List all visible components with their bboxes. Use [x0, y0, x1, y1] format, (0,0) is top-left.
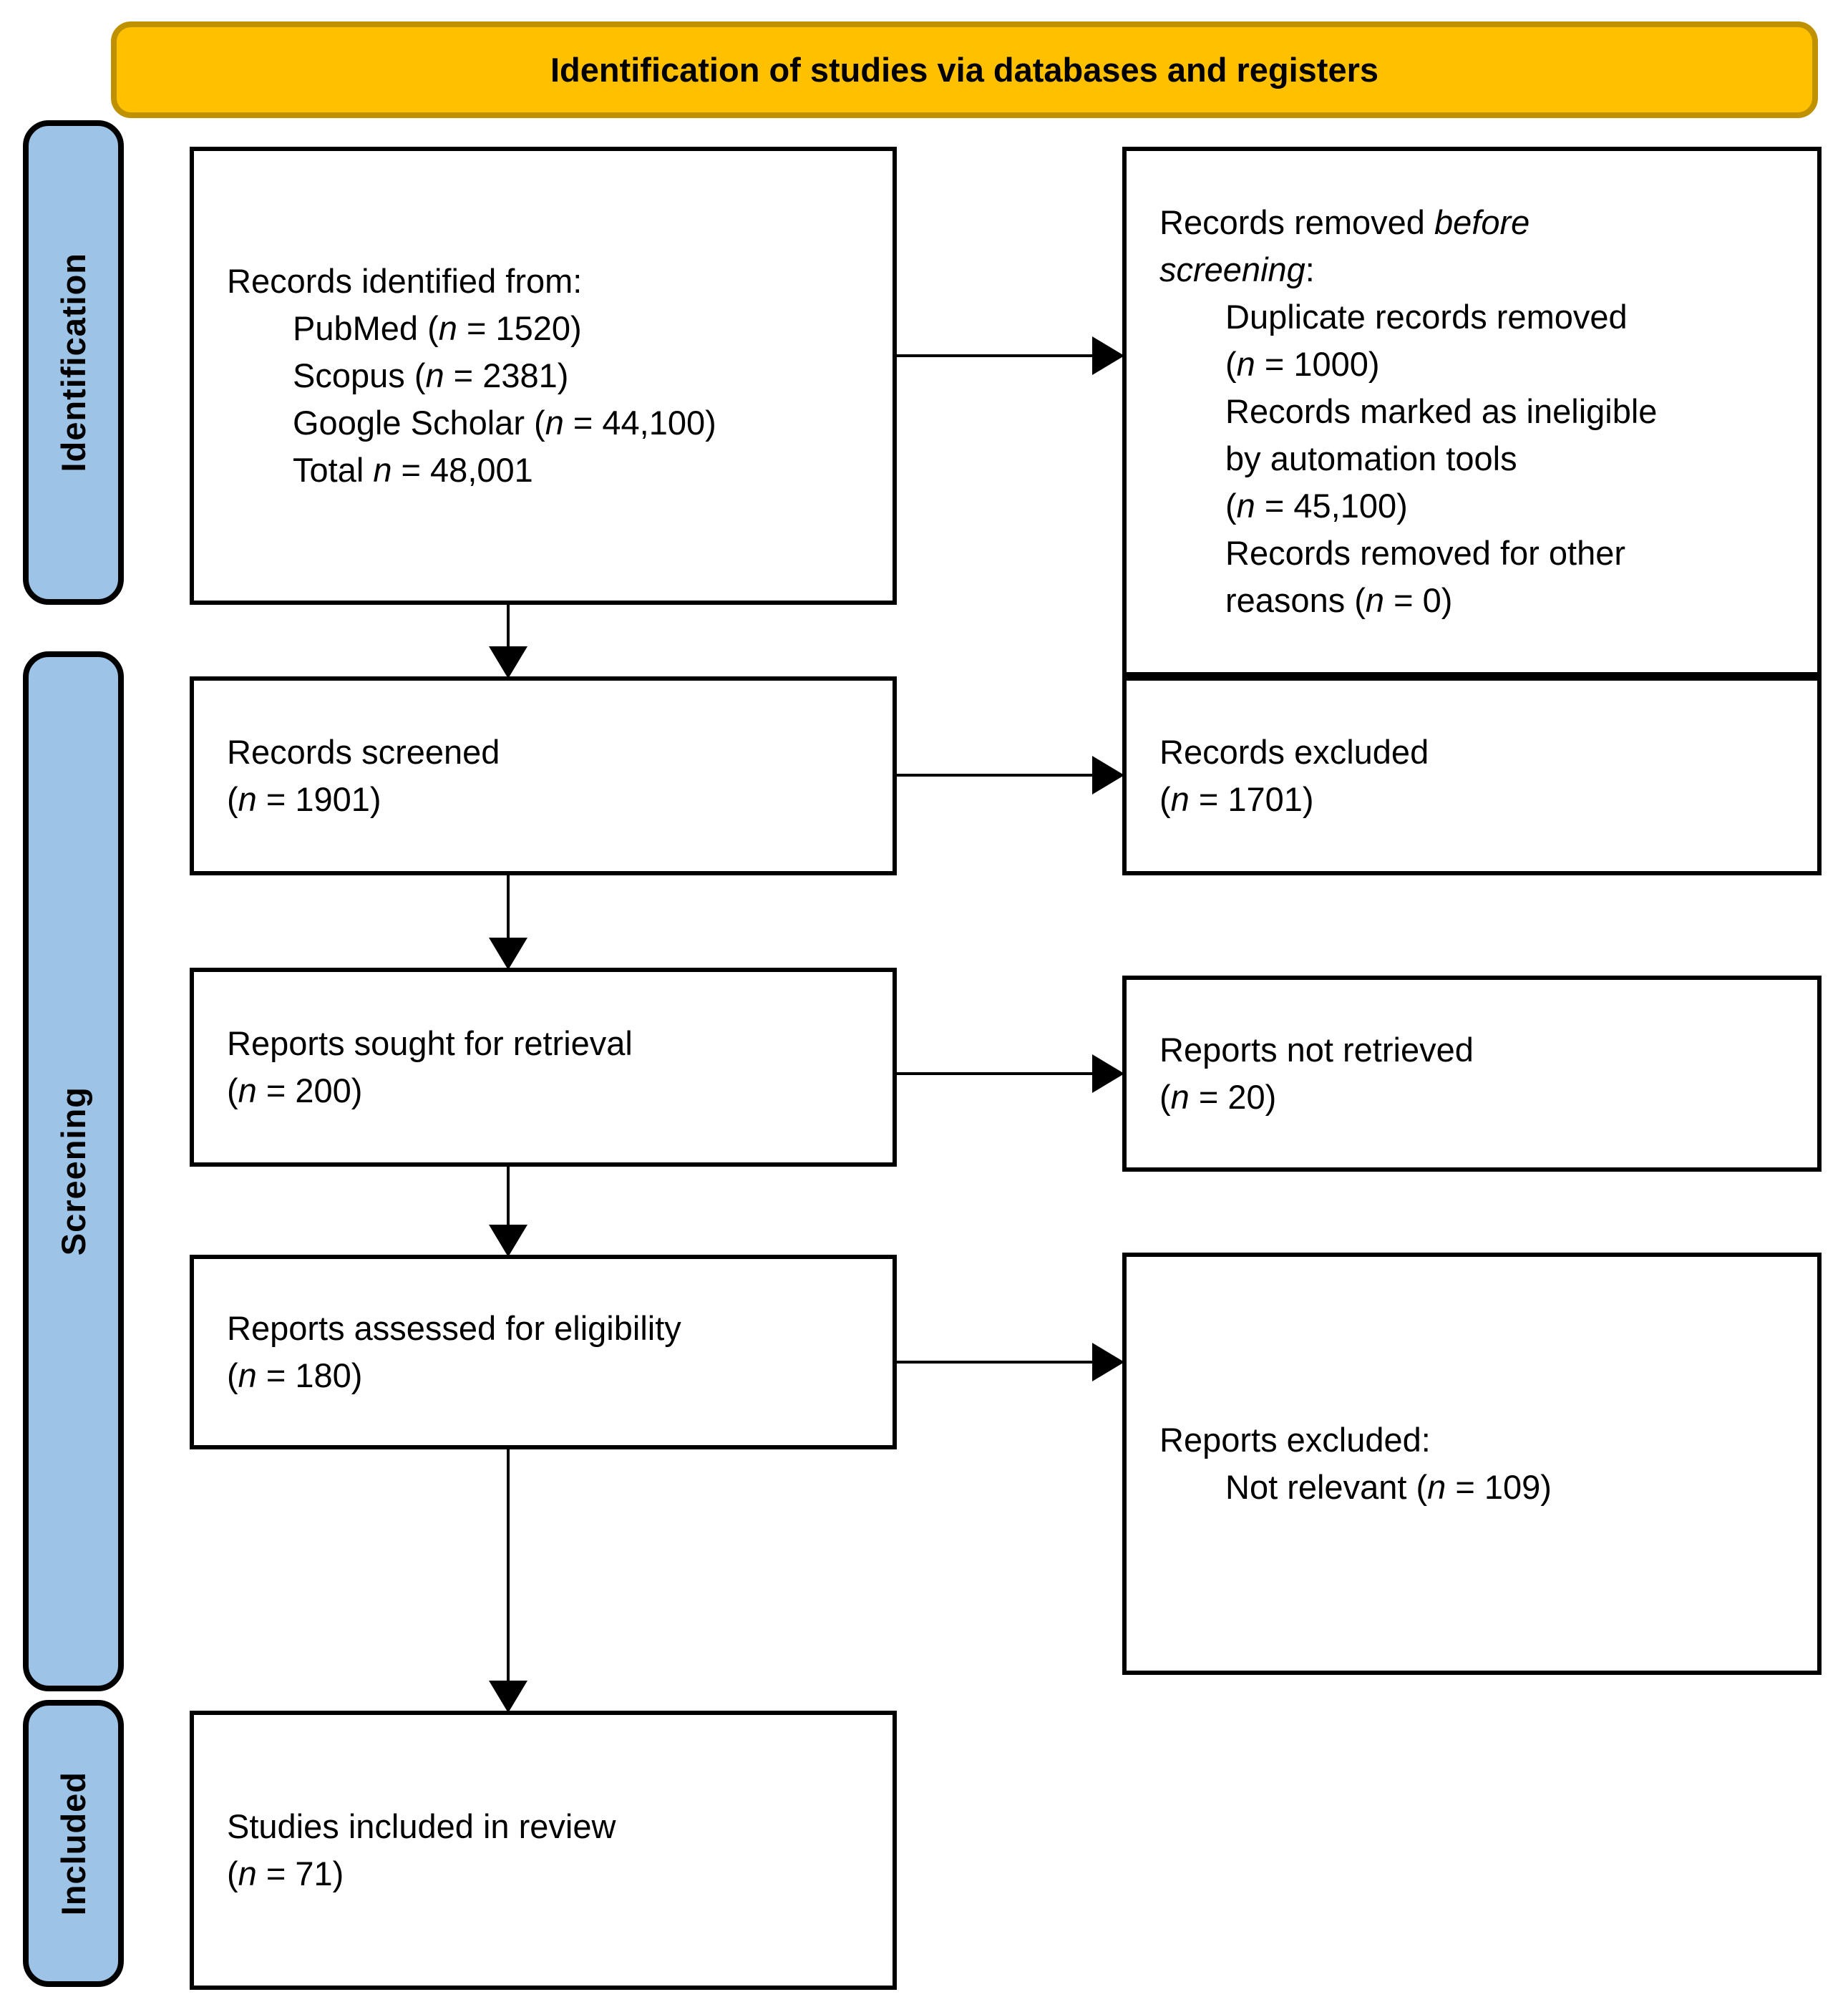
stage-label-screening-text: Screening — [54, 1087, 92, 1256]
text-line: Records screened — [227, 733, 500, 771]
arrow-identified-to-screened-head — [489, 646, 527, 679]
box-records-excluded: Records excluded (n = 1701) — [1122, 676, 1822, 875]
text-line: Reports sought for retrieval — [227, 1024, 633, 1062]
text-line: Records removed before — [1159, 203, 1530, 241]
arrow-assessed-to-included-head — [489, 1681, 527, 1713]
arrow-assessed-to-reports-excluded — [897, 1361, 1092, 1364]
arrow-screened-to-sought — [507, 875, 510, 938]
text-line: (n = 20) — [1159, 1078, 1277, 1116]
text-line: Reports excluded: — [1159, 1421, 1431, 1459]
stage-label-included: Included — [23, 1700, 124, 1987]
text-line: Records removed for other — [1225, 534, 1626, 572]
text-line: (n = 1701) — [1159, 780, 1314, 818]
box-records-removed-before-screening: Records removed before screening: Duplicat… — [1122, 147, 1822, 676]
text-line: (n = 200) — [227, 1071, 363, 1109]
text-line: Reports not retrieved — [1159, 1031, 1474, 1069]
arrow-screened-to-sought-head — [489, 938, 527, 970]
banner-title: Identification of studies via databases … — [111, 21, 1818, 118]
text-line: Studies included in review — [227, 1807, 616, 1845]
text-line: Records identified from: — [227, 262, 583, 300]
text-line: (n = 45,100) — [1225, 487, 1408, 525]
box-records-identified: Records identified from: PubMed (n = 1520… — [190, 147, 897, 605]
arrow-sought-to-assessed-head — [489, 1225, 527, 1257]
arrow-assessed-to-reports-excluded-head — [1092, 1343, 1124, 1381]
box-reports-excluded: Reports excluded: Not relevant (n = 109) — [1122, 1253, 1822, 1675]
text-line: reasons (n = 0) — [1225, 581, 1453, 619]
text-line: (n = 1000) — [1225, 345, 1380, 383]
text-line: Google Scholar (n = 44,100) — [293, 404, 716, 442]
arrow-identified-to-removed-head — [1092, 336, 1124, 375]
box-reports-sought: Reports sought for retrieval (n = 200) — [190, 968, 897, 1167]
text-line: Records excluded — [1159, 733, 1429, 771]
stage-label-included-text: Included — [54, 1771, 92, 1916]
text-line: (n = 180) — [227, 1356, 363, 1394]
arrow-sought-to-assessed — [507, 1167, 510, 1225]
stage-label-identification: Identification — [23, 120, 124, 605]
text-line: Total n = 48,001 — [293, 451, 533, 489]
text-line: screening: — [1159, 251, 1315, 288]
arrow-sought-to-not-retrieved — [897, 1072, 1092, 1075]
text-line: Records marked as ineligible — [1225, 392, 1658, 430]
box-studies-included: Studies included in review (n = 71) — [190, 1711, 897, 1990]
arrow-sought-to-not-retrieved-head — [1092, 1054, 1124, 1093]
box-reports-assessed: Reports assessed for eligibility (n = 180… — [190, 1255, 897, 1449]
box-records-screened: Records screened (n = 1901) — [190, 676, 897, 875]
arrow-identified-to-removed — [897, 354, 1092, 357]
text-line: Reports assessed for eligibility — [227, 1309, 681, 1347]
arrow-screened-to-excluded-head — [1092, 756, 1124, 794]
arrow-identified-to-screened — [507, 605, 510, 646]
stage-label-identification-text: Identification — [54, 253, 92, 472]
text-line: PubMed (n = 1520) — [293, 309, 582, 347]
arrow-assessed-to-included — [507, 1449, 510, 1681]
text-line: Scopus (n = 2381) — [293, 356, 569, 394]
text-line: by automation tools — [1225, 439, 1517, 477]
text-line: (n = 1901) — [227, 780, 381, 818]
banner-title-text: Identification of studies via databases … — [550, 51, 1379, 89]
box-reports-not-retrieved: Reports not retrieved (n = 20) — [1122, 976, 1822, 1172]
text-line: Duplicate records removed — [1225, 298, 1628, 336]
text-line: (n = 71) — [227, 1855, 344, 1892]
text-line: Not relevant (n = 109) — [1225, 1468, 1552, 1506]
stage-label-screening: Screening — [23, 651, 124, 1691]
arrow-screened-to-excluded — [897, 774, 1092, 777]
